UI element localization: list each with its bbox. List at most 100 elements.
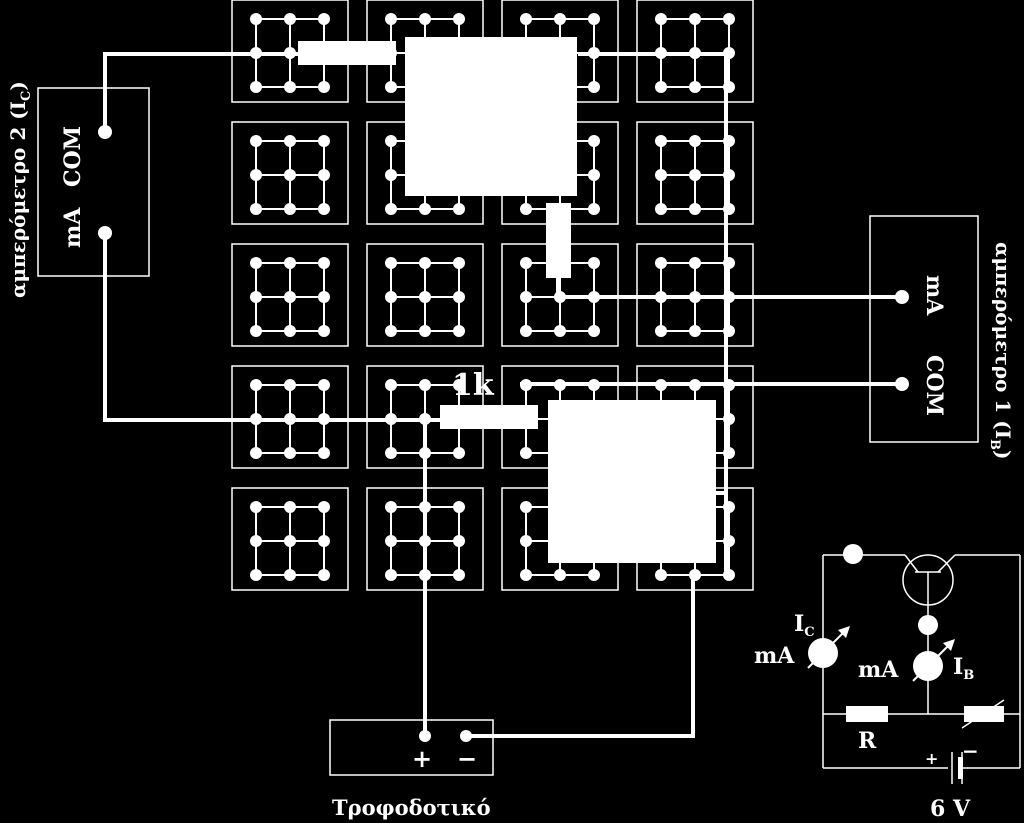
breadboard-hole[interactable] <box>250 135 262 147</box>
breadboard-hole[interactable] <box>588 325 600 337</box>
breadboard-hole[interactable] <box>250 535 262 547</box>
breadboard-hole[interactable] <box>655 81 667 93</box>
breadboard-hole[interactable] <box>419 203 431 215</box>
breadboard-hole[interactable] <box>385 203 397 215</box>
breadboard-hole[interactable] <box>520 501 532 513</box>
breadboard-hole[interactable] <box>520 257 532 269</box>
breadboard-hole[interactable] <box>419 13 431 25</box>
breadboard-hole[interactable] <box>284 169 296 181</box>
breadboard-hole[interactable] <box>453 447 465 459</box>
breadboard-hole[interactable] <box>318 291 330 303</box>
breadboard-hole[interactable] <box>453 325 465 337</box>
breadboard-hole[interactable] <box>689 81 701 93</box>
breadboard-hole[interactable] <box>318 447 330 459</box>
ammeter1-ma-terminal[interactable] <box>895 290 909 304</box>
breadboard-hole[interactable] <box>284 291 296 303</box>
breadboard-hole[interactable] <box>554 325 566 337</box>
breadboard-hole[interactable] <box>250 81 262 93</box>
breadboard-hole[interactable] <box>520 291 532 303</box>
breadboard-hole[interactable] <box>588 257 600 269</box>
breadboard-hole[interactable] <box>250 257 262 269</box>
breadboard-hole[interactable] <box>318 535 330 547</box>
breadboard-hole[interactable] <box>655 325 667 337</box>
breadboard-hole[interactable] <box>419 291 431 303</box>
breadboard-hole[interactable] <box>689 135 701 147</box>
ammeter1-com-terminal[interactable] <box>895 377 909 391</box>
breadboard-hole[interactable] <box>588 203 600 215</box>
breadboard-hole[interactable] <box>284 257 296 269</box>
breadboard-hole[interactable] <box>453 501 465 513</box>
breadboard-hole[interactable] <box>284 135 296 147</box>
breadboard-hole[interactable] <box>520 447 532 459</box>
breadboard-hole[interactable] <box>284 13 296 25</box>
breadboard-hole[interactable] <box>284 501 296 513</box>
breadboard-hole[interactable] <box>250 325 262 337</box>
breadboard-hole[interactable] <box>453 379 465 391</box>
breadboard-hole[interactable] <box>588 13 600 25</box>
breadboard-hole[interactable] <box>453 569 465 581</box>
breadboard-hole[interactable] <box>453 291 465 303</box>
breadboard-hole[interactable] <box>250 291 262 303</box>
breadboard-hole[interactable] <box>385 81 397 93</box>
breadboard-hole[interactable] <box>723 13 735 25</box>
breadboard-hole[interactable] <box>655 135 667 147</box>
breadboard-hole[interactable] <box>520 535 532 547</box>
breadboard-hole[interactable] <box>588 81 600 93</box>
breadboard-hole[interactable] <box>385 291 397 303</box>
breadboard-hole[interactable] <box>453 535 465 547</box>
breadboard-hole[interactable] <box>385 501 397 513</box>
breadboard-hole[interactable] <box>554 569 566 581</box>
breadboard-hole[interactable] <box>318 81 330 93</box>
breadboard-hole[interactable] <box>689 203 701 215</box>
breadboard-hole[interactable] <box>554 13 566 25</box>
ammeter2-ma-terminal[interactable] <box>98 226 112 240</box>
breadboard-hole[interactable] <box>689 257 701 269</box>
breadboard-hole[interactable] <box>655 13 667 25</box>
ammeter2-com-terminal[interactable] <box>98 125 112 139</box>
supply-plus-terminal[interactable] <box>419 730 431 742</box>
breadboard-hole[interactable] <box>588 569 600 581</box>
breadboard-hole[interactable] <box>453 13 465 25</box>
breadboard-hole[interactable] <box>284 447 296 459</box>
breadboard-hole[interactable] <box>419 379 431 391</box>
breadboard-hole[interactable] <box>284 325 296 337</box>
breadboard-hole[interactable] <box>284 81 296 93</box>
breadboard-hole[interactable] <box>453 257 465 269</box>
breadboard-hole[interactable] <box>689 169 701 181</box>
breadboard-hole[interactable] <box>318 169 330 181</box>
breadboard-hole[interactable] <box>520 325 532 337</box>
breadboard-hole[interactable] <box>385 169 397 181</box>
breadboard-hole[interactable] <box>284 535 296 547</box>
breadboard-hole[interactable] <box>655 169 667 181</box>
breadboard-hole[interactable] <box>588 135 600 147</box>
breadboard-hole[interactable] <box>284 203 296 215</box>
breadboard-hole[interactable] <box>318 379 330 391</box>
breadboard-hole[interactable] <box>284 379 296 391</box>
supply-minus-terminal[interactable] <box>460 730 472 742</box>
breadboard-hole[interactable] <box>655 569 667 581</box>
breadboard-hole[interactable] <box>385 569 397 581</box>
breadboard-hole[interactable] <box>385 325 397 337</box>
breadboard-hole[interactable] <box>385 257 397 269</box>
breadboard-hole[interactable] <box>453 203 465 215</box>
breadboard-hole[interactable] <box>385 447 397 459</box>
breadboard-hole[interactable] <box>318 569 330 581</box>
breadboard-hole[interactable] <box>689 325 701 337</box>
breadboard-hole[interactable] <box>318 325 330 337</box>
breadboard-hole[interactable] <box>655 257 667 269</box>
breadboard-hole[interactable] <box>318 13 330 25</box>
breadboard-hole[interactable] <box>318 135 330 147</box>
breadboard-hole[interactable] <box>250 501 262 513</box>
breadboard-hole[interactable] <box>250 379 262 391</box>
breadboard-hole[interactable] <box>419 325 431 337</box>
breadboard-hole[interactable] <box>318 501 330 513</box>
breadboard-hole[interactable] <box>588 169 600 181</box>
breadboard-hole[interactable] <box>520 13 532 25</box>
breadboard-hole[interactable] <box>318 203 330 215</box>
breadboard-hole[interactable] <box>655 203 667 215</box>
breadboard-hole[interactable] <box>520 203 532 215</box>
breadboard-hole[interactable] <box>250 569 262 581</box>
breadboard-hole[interactable] <box>520 569 532 581</box>
breadboard-hole[interactable] <box>318 257 330 269</box>
breadboard-hole[interactable] <box>385 135 397 147</box>
